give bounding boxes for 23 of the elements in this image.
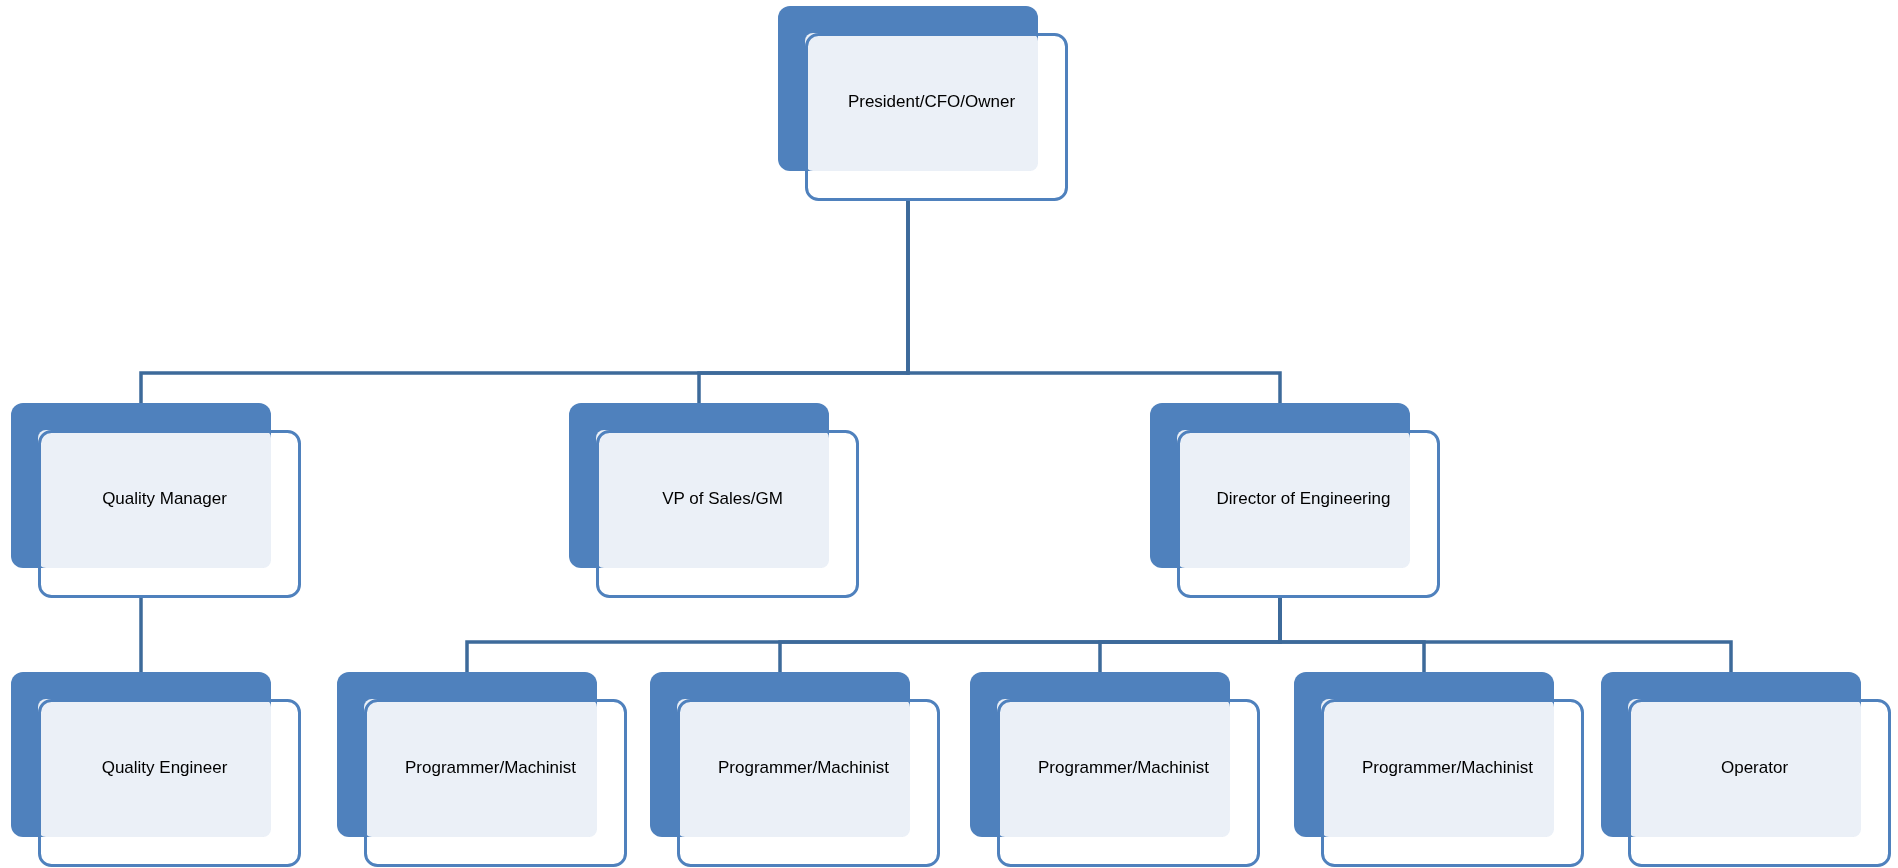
position-box xyxy=(569,403,859,598)
position-box xyxy=(970,672,1260,867)
position-box xyxy=(11,403,301,598)
position-box xyxy=(11,672,301,867)
position-title: Programmer/Machinist xyxy=(1038,758,1209,778)
position-box xyxy=(1150,403,1440,598)
position-title: Director of Engineering xyxy=(1216,489,1391,509)
position-title: President/CFO/Owner xyxy=(847,92,1016,112)
position-box xyxy=(1601,672,1891,867)
position-box xyxy=(337,672,627,867)
connector-line xyxy=(906,198,1282,403)
connector-line xyxy=(1278,595,1733,672)
position-title: VP of Sales/GM xyxy=(662,489,783,509)
position-title: Programmer/Machinist xyxy=(405,758,576,778)
position-title: Programmer/Machinist xyxy=(1362,758,1533,778)
connector-line xyxy=(139,595,143,672)
position-box xyxy=(1294,672,1584,867)
position-title: Quality Manager xyxy=(102,489,227,509)
position-title: Operator xyxy=(1720,758,1789,778)
position-title: Quality Engineer xyxy=(101,758,228,778)
position-box xyxy=(650,672,940,867)
position-box xyxy=(778,6,1068,201)
position-title: Programmer/Machinist xyxy=(718,758,889,778)
